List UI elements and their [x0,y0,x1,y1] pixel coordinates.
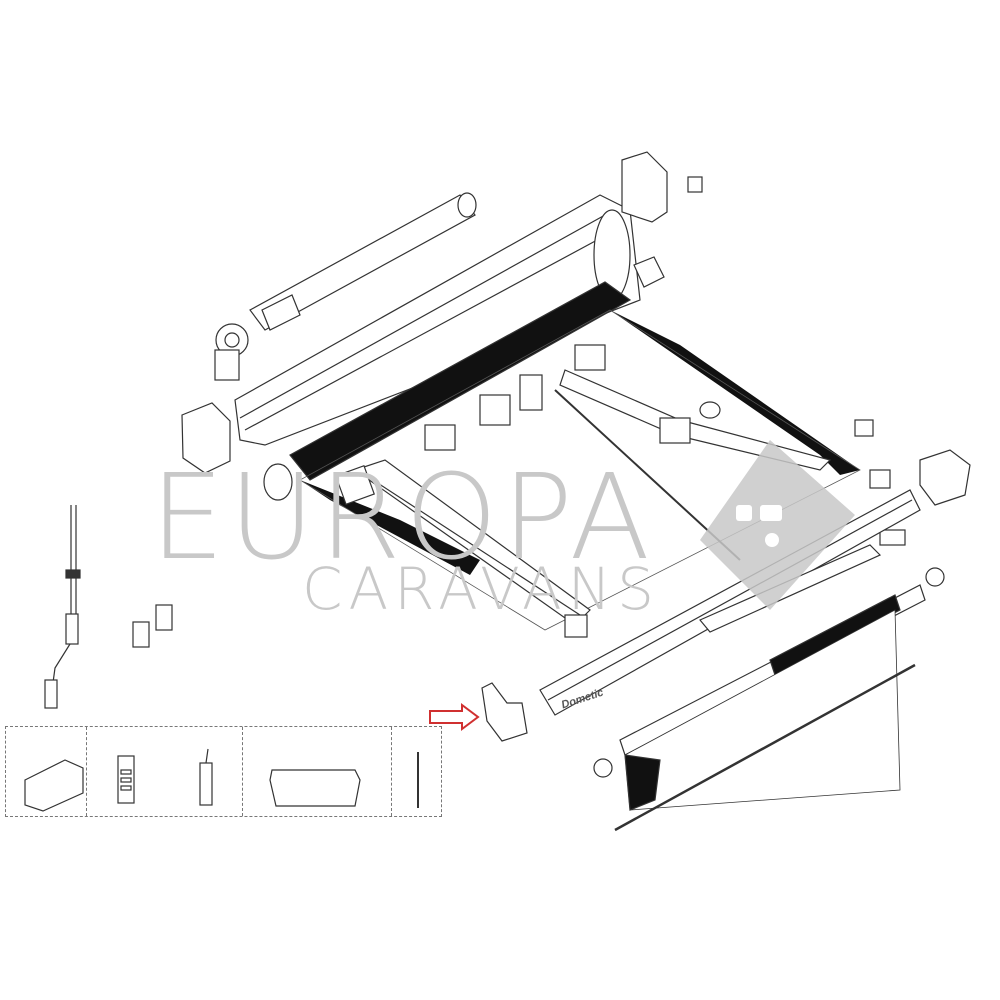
front-fabric-roll [593,567,945,832]
europa-caravans-logo-icon [700,440,855,610]
accessory-receiver-module [199,748,213,806]
roller-tube [215,192,477,357]
red-arrow-icon [429,703,480,731]
wall-brackets [132,604,173,648]
accessory-divider [391,727,392,816]
right-end-cap [621,151,703,288]
crank-handle [44,505,81,709]
accessories-box [5,726,442,817]
small-brackets [424,374,971,546]
left-end-cap [181,349,240,474]
accessory-control-box [269,769,361,807]
accessory-remote-control [117,755,135,804]
highlighted-end-bracket [481,682,528,742]
accessory-divider [242,727,243,816]
awning-case-profile [234,194,641,446]
support-arm-right [554,344,832,561]
fabric-roller [263,281,861,631]
support-arm-left [335,459,591,638]
accessory-divider [86,727,87,816]
accessory-motor-housing [24,759,84,812]
